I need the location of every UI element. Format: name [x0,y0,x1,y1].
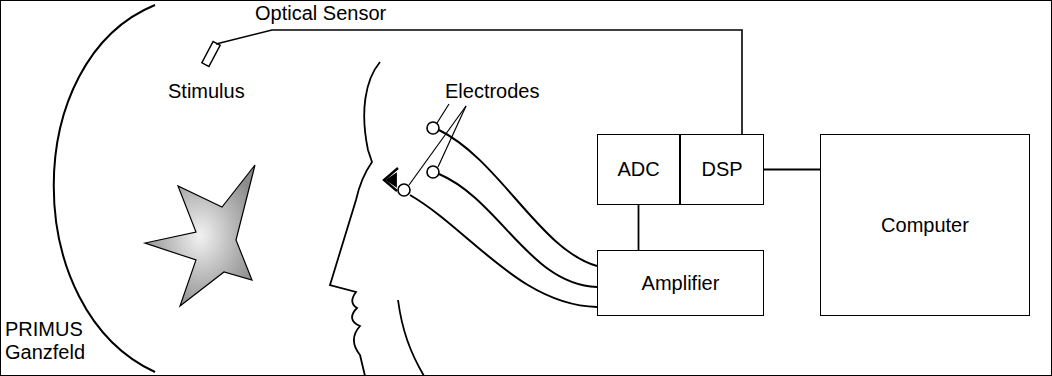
signal-connector [764,169,820,170]
device-label: PRIMUS Ganzfeld [5,318,97,364]
electrodes-label: Electrodes [445,80,540,103]
ganzfeld-bowl [54,5,155,372]
stimulus-flash [145,165,255,306]
electrode-leaders [409,104,466,185]
head-profile [330,62,424,376]
optical-sensor [202,30,742,134]
box-label: Computer [881,214,969,237]
computer-box: Computer [820,134,1030,316]
sensor-label: Optical Sensor [255,2,386,25]
amplifier-box: Amplifier [597,250,764,316]
signal-connector [638,205,639,250]
processor-box: DSP [680,134,764,205]
box-label: Amplifier [642,272,720,295]
stimulus-label: Stimulus [168,80,245,103]
electrodes [398,122,439,196]
box-label: ADC [617,158,659,181]
connector-line [638,205,640,250]
electrode-wires [410,130,597,307]
connector-line [764,169,820,171]
converter-box: ADC [597,134,680,205]
box-label: DSP [701,158,742,181]
